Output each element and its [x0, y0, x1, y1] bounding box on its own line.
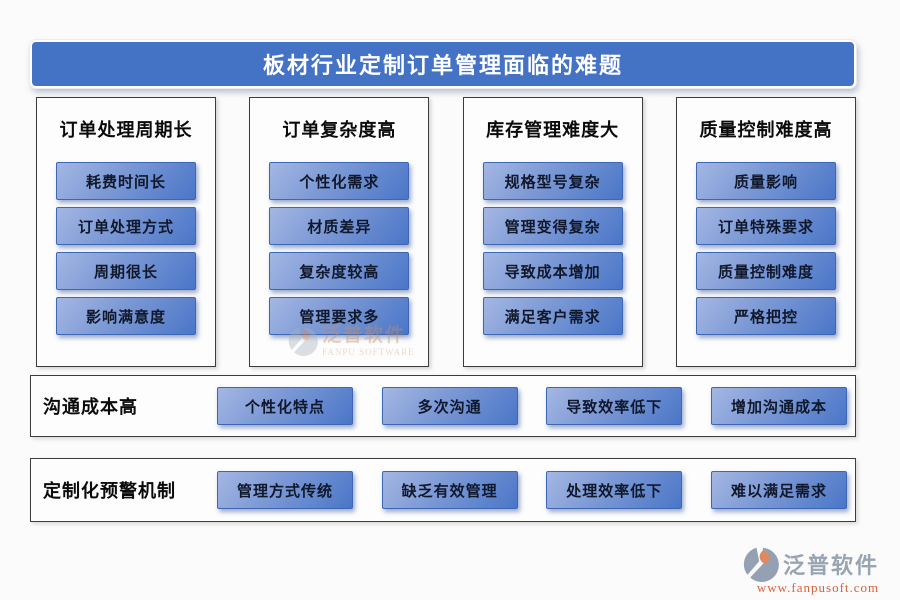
chip[interactable]: 管理方式传统	[217, 471, 353, 509]
row-chip-list: 个性化特点 多次沟通 导致效率低下 增加沟通成本	[217, 387, 847, 425]
chip[interactable]: 耗费时间长	[56, 162, 196, 200]
row-custom-warning: 定制化预警机制 管理方式传统 缺乏有效管理 处理效率低下 难以满足需求	[30, 458, 856, 522]
chip[interactable]: 规格型号复杂	[482, 162, 623, 200]
chip[interactable]: 复杂度较高	[269, 252, 410, 290]
brand-block: 泛普软件 www.fanpusoft.com	[743, 546, 893, 596]
column-header: 库存管理难度大	[486, 120, 620, 140]
chip[interactable]: 增加沟通成本	[710, 387, 847, 425]
chip[interactable]: 缺乏有效管理	[381, 471, 518, 509]
chip[interactable]: 多次沟通	[381, 387, 518, 425]
chip[interactable]: 订单特殊要求	[695, 207, 836, 245]
column-chip-list: 耗费时间长 订单处理方式 周期很长 影响满意度	[56, 162, 196, 335]
row-chip-list: 管理方式传统 缺乏有效管理 处理效率低下 难以满足需求	[217, 471, 847, 509]
chip[interactable]: 严格把控	[695, 297, 836, 335]
chip[interactable]: 导致成本增加	[482, 252, 623, 290]
column-quality-control: 质量控制难度高 质量影响 订单特殊要求 质量控制难度 严格把控	[675, 97, 856, 367]
row-label: 沟通成本高	[43, 397, 138, 417]
chip[interactable]: 个性化特点	[217, 387, 353, 425]
chip[interactable]: 处理效率低下	[546, 471, 683, 509]
column-header: 订单复杂度高	[282, 120, 397, 140]
chip[interactable]: 管理要求多	[269, 297, 410, 335]
column-order-cycle: 订单处理周期长 耗费时间长 订单处理方式 周期很长 影响满意度	[36, 97, 216, 367]
brand-url-link[interactable]: www.fanpusoft.com	[756, 580, 880, 595]
chip[interactable]: 质量影响	[695, 162, 836, 200]
chip[interactable]: 管理变得复杂	[482, 207, 623, 245]
row-label: 定制化预警机制	[43, 481, 176, 501]
chip[interactable]: 导致效率低下	[546, 387, 683, 425]
chip[interactable]: 影响满意度	[56, 297, 196, 335]
column-order-complexity: 订单复杂度高 个性化需求 材质差异 复杂度较高 管理要求多	[249, 97, 430, 367]
chip[interactable]: 个性化需求	[269, 162, 410, 200]
chip[interactable]: 满足客户需求	[482, 297, 623, 335]
column-header: 订单处理周期长	[59, 120, 193, 140]
chip[interactable]: 材质差异	[269, 207, 410, 245]
chip[interactable]: 质量控制难度	[695, 252, 836, 290]
chip[interactable]: 订单处理方式	[56, 207, 196, 245]
column-chip-list: 个性化需求 材质差异 复杂度较高 管理要求多	[269, 162, 410, 335]
chip[interactable]: 周期很长	[56, 252, 196, 290]
column-header: 质量控制难度高	[699, 120, 833, 140]
row-communication-cost: 沟通成本高 个性化特点 多次沟通 导致效率低下 增加沟通成本	[30, 375, 856, 437]
column-chip-list: 规格型号复杂 管理变得复杂 导致成本增加 满足客户需求	[482, 162, 623, 335]
page-title: 板材行业定制订单管理面临的难题	[30, 40, 856, 88]
problem-columns: 订单处理周期长 耗费时间长 订单处理方式 周期很长 影响满意度 订单复杂度高 个…	[36, 97, 856, 367]
column-chip-list: 质量影响 订单特殊要求 质量控制难度 严格把控	[695, 162, 836, 335]
chip[interactable]: 难以满足需求	[710, 471, 847, 509]
column-inventory-difficulty: 库存管理难度大 规格型号复杂 管理变得复杂 导致成本增加 满足客户需求	[462, 97, 643, 367]
brand-name: 泛普软件	[783, 553, 880, 578]
fanpu-logo-icon	[743, 547, 779, 582]
